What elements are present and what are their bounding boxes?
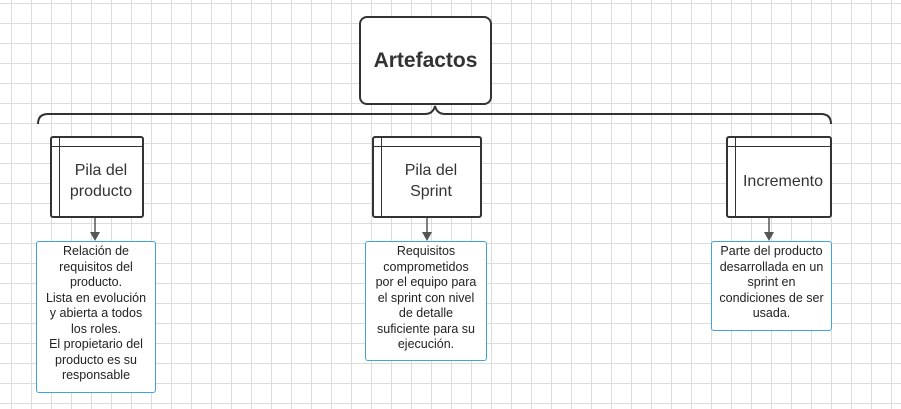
- arrow-head-1: [90, 232, 100, 241]
- artifact-name: Incremento: [742, 172, 824, 190]
- arrow-head-3: [764, 232, 774, 241]
- artifact-description-increment: Parte del producto desarrollada en un sp…: [711, 241, 832, 331]
- root-title: Artefactos: [373, 48, 478, 72]
- artifact-name: Pila del Sprint: [404, 162, 458, 200]
- artifact-description-product-backlog: Relación de requisitos del producto. Lis…: [36, 241, 156, 393]
- root-node: Artefactos: [359, 16, 492, 105]
- grouping-brace: [37, 105, 832, 125]
- arrow-head-2: [422, 232, 432, 241]
- artifact-name: Pila del producto: [69, 162, 133, 200]
- artifact-node-product-backlog: Pila del producto: [50, 136, 144, 218]
- artifact-node-sprint-backlog: Pila del Sprint: [372, 136, 482, 218]
- artifact-description-sprint-backlog: Requisitos comprometidos por el equipo p…: [365, 241, 487, 361]
- artifact-node-increment: Incremento: [726, 136, 832, 218]
